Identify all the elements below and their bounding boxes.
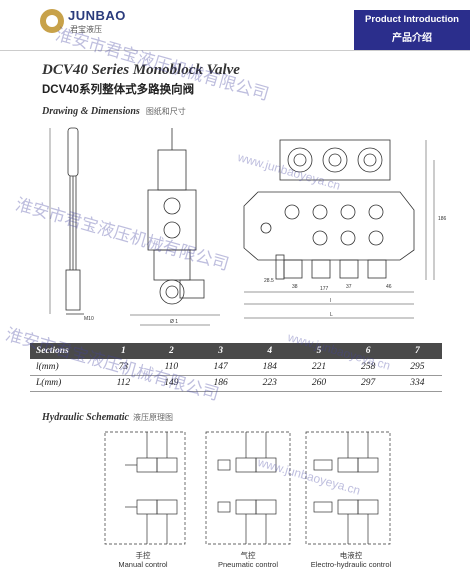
caption-zh: 气控 bbox=[240, 551, 256, 560]
electro-hydraulic-control-schematic bbox=[305, 431, 391, 545]
table-header: 4 bbox=[245, 343, 295, 359]
logo-icon bbox=[40, 9, 64, 33]
drawing-section-title: Drawing & Dimensions 图纸和尺寸 bbox=[42, 106, 186, 117]
table-cell: 73 bbox=[100, 359, 147, 376]
tab-label-en: Product Introduction bbox=[365, 14, 459, 25]
sections-table: Sections 1 2 3 4 5 6 7 l(mm) 73 110 147 … bbox=[30, 343, 442, 392]
page-title: DCV40 Series Monoblock Valve bbox=[42, 62, 240, 78]
dim-37: 37 bbox=[346, 284, 352, 290]
brand-logo: JUNBAO 君宝液压 bbox=[40, 8, 125, 36]
dim-28: 28.5 bbox=[264, 278, 274, 284]
dim-phi: Ø 1 bbox=[170, 319, 178, 325]
technical-drawing: l L 177 28.5 38 37 46 186 Ø 1 M10 bbox=[49, 127, 447, 326]
brand-name: JUNBAO bbox=[68, 8, 126, 23]
dim-m10: M10 bbox=[84, 316, 94, 322]
table-header-row: Sections 1 2 3 4 5 6 7 bbox=[30, 343, 442, 359]
table-cell: 334 bbox=[392, 375, 442, 392]
table-header: Sections bbox=[30, 343, 100, 359]
table-cell: 184 bbox=[245, 359, 295, 376]
tab-label-zh: 产品介绍 bbox=[392, 33, 432, 44]
hydraulic-title-zh: 液压原理图 bbox=[132, 413, 173, 422]
table-header: 5 bbox=[294, 343, 344, 359]
manual-control-caption: 手控 Manual control bbox=[88, 551, 198, 569]
dim-l: l bbox=[330, 298, 331, 304]
page-title-zh: DCV40系列整体式多路换向阀 bbox=[42, 84, 195, 96]
table-header: 6 bbox=[343, 343, 393, 359]
table-cell: 295 bbox=[392, 359, 442, 376]
valve-plan-view bbox=[243, 139, 435, 319]
pneumatic-control-schematic bbox=[205, 431, 291, 545]
dim-38: 38 bbox=[292, 284, 298, 290]
table-cell: 260 bbox=[294, 375, 344, 392]
table-header: 1 bbox=[100, 343, 147, 359]
table-cell: l(mm) bbox=[30, 359, 100, 376]
table-cell: 297 bbox=[343, 375, 393, 392]
table-header: 3 bbox=[195, 343, 246, 359]
table-header: 2 bbox=[146, 343, 196, 359]
hydraulic-title-en: Hydraulic Schematic bbox=[42, 412, 129, 423]
header-divider bbox=[0, 50, 470, 51]
caption-en: Manual control bbox=[118, 560, 168, 569]
table-cell: L(mm) bbox=[30, 375, 100, 392]
table-row: L(mm) 112 149 186 223 260 297 334 bbox=[30, 375, 442, 392]
table-cell: 149 bbox=[146, 375, 196, 392]
table-cell: 221 bbox=[294, 359, 344, 376]
electro-hydraulic-control-caption: 电液控 Electro-hydraulic control bbox=[296, 551, 406, 569]
table-cell: 223 bbox=[245, 375, 295, 392]
manual-control-schematic bbox=[104, 431, 186, 545]
pneumatic-control-caption: 气控 Pneumatic control bbox=[193, 551, 303, 569]
caption-en: Electro-hydraulic control bbox=[310, 560, 392, 569]
table-cell: 186 bbox=[195, 375, 246, 392]
table-cell: 258 bbox=[343, 359, 393, 376]
dim-46: 46 bbox=[386, 284, 392, 290]
caption-zh: 手控 bbox=[135, 551, 151, 560]
brand-name-zh: 君宝液压 bbox=[70, 25, 102, 34]
caption-zh: 电液控 bbox=[339, 551, 363, 560]
table-cell: 112 bbox=[100, 375, 147, 392]
valve-front-view bbox=[130, 128, 220, 326]
dim-186: 186 bbox=[438, 216, 447, 222]
table-header: 7 bbox=[392, 343, 442, 359]
lever-side-view bbox=[49, 127, 84, 315]
drawing-title-zh: 图纸和尺寸 bbox=[145, 107, 186, 116]
dim-L: L bbox=[330, 312, 333, 318]
caption-en: Pneumatic control bbox=[217, 560, 279, 569]
product-intro-tab: Product Introduction 产品介绍 bbox=[354, 10, 470, 50]
table-cell: 147 bbox=[195, 359, 246, 376]
table-row: l(mm) 73 110 147 184 221 258 295 bbox=[30, 359, 442, 376]
table-cell: 110 bbox=[146, 359, 196, 376]
dim-177: 177 bbox=[320, 286, 329, 292]
drawing-title-en: Drawing & Dimensions bbox=[42, 106, 140, 117]
